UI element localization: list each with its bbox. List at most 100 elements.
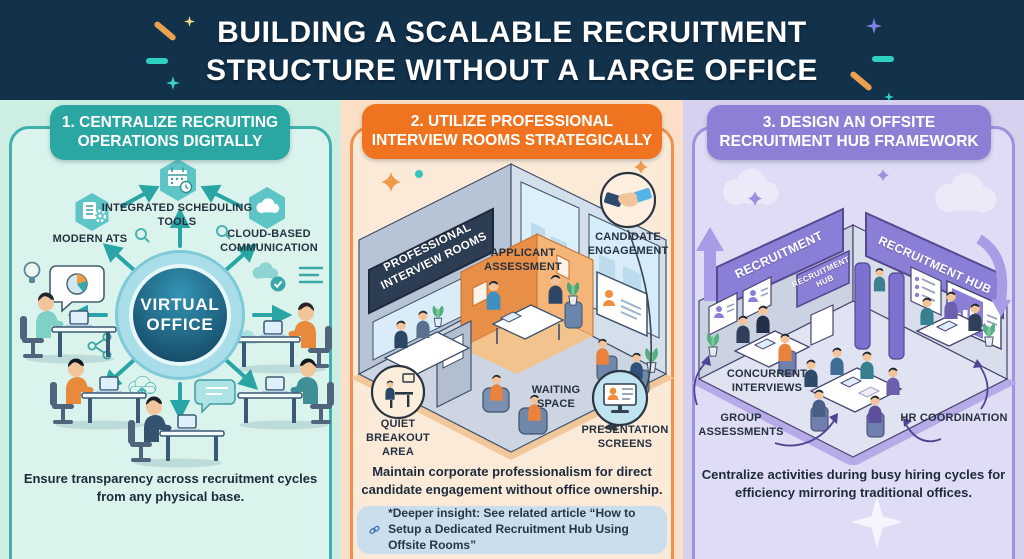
staff-member [416,310,430,338]
down-arrow-head [991,299,1011,317]
panel-interview-rooms: PROFESSIONAL INTERVIEW ROOMS 2. UTILIZE … [341,100,683,559]
related-article-text: *Deeper insight: See related article “Ho… [388,506,636,552]
team-member [860,351,874,379]
paper [857,386,881,398]
panel-1-caption: Ensure transparency across recruitment c… [23,471,318,504]
receptionist [394,320,408,348]
interview-rooms-banner [368,207,494,315]
sparkle-star-icon [184,16,195,27]
presentation-screens-icon [591,369,649,427]
candidate [778,333,792,361]
team-member [868,395,882,423]
hr-staff [968,303,982,331]
label-applicant-assessment: APPLICANT ASSESSMENT [484,247,562,273]
panel-recruitment-hub: RECRUITMENT RECRUITMENT HUB RECRUITMENT … [683,100,1024,559]
sparkle-dash-icon [146,58,168,64]
label-presentation-screens: PRESENTATION SCREENS [581,424,669,450]
chat-bubble-icon [194,379,236,414]
cloud-icon [935,173,997,213]
interviewer [756,305,770,333]
virtual-office-hub: VIRTUAL OFFICE [115,250,245,380]
label-candidate-engagement: CANDIDATE ENGAGEMENT [587,231,669,257]
modern-ats-icon [75,193,109,231]
lightbulb-icon [23,261,41,283]
laptop [753,338,777,350]
sparkle-dash-icon [872,56,894,62]
cloud-check-icon [252,262,286,292]
team-member [886,367,900,395]
label-quiet-breakout-area: QUIET BREAKOUT AREA [366,418,430,458]
wall-screen [596,270,648,338]
curtain [854,262,871,350]
page-title-line2: STRUCTURE WITHOUT A LARGE OFFICE [206,54,818,88]
label-integrated-scheduling-tools: INTEGRATED SCHEDULING TOOLS [101,202,253,228]
section-3-header-line2: RECRUITMENT HUB FRAMEWORK [719,133,979,151]
virtual-office-illustration [19,159,335,468]
wall-poster [556,254,570,280]
laptop [499,311,523,323]
sparkle-dot-icon [415,170,423,178]
down-arrow-icon [976,234,1008,302]
label-modern-ats: MODERN ATS [52,233,128,245]
section-1-header: 1. CENTRALIZE RECRUITING OPERATIONS DIGI… [50,105,290,160]
page-title-line1: BUILDING A SCALABLE RECRUITMENT [217,16,807,49]
interviewer [736,315,750,343]
section-1-header-line2: OPERATIONS DIGITALLY [77,133,263,151]
recruitment-hub-sign [796,249,850,309]
label-waiting-space: WAITING SPACE [531,384,581,410]
related-article-note[interactable]: *Deeper insight: See related article “Ho… [357,506,667,554]
hub-label-line1: VIRTUAL [140,294,220,314]
cloud-comm-icon [249,187,285,229]
interview-room-illustration [351,160,674,460]
annotation-arrowheads [701,355,983,427]
sparkle-star-icon [748,191,762,206]
laptop [935,320,959,332]
section-2-header-line2: INTERVIEW ROOMS STRATEGICALLY [371,132,653,150]
curtain [888,272,905,360]
handshake-icon [599,171,657,229]
remote-worker [49,357,147,430]
group-table [809,367,903,413]
chat-pie-icon [49,265,105,313]
interview-table [491,304,565,340]
panel-3-caption: Centralize activities during busy hiring… [701,467,1006,500]
hr-staff [944,291,958,319]
waiting-candidate [596,338,609,365]
search-icon [216,225,231,240]
virtual-office-hub-label: VIRTUAL OFFICE [129,264,231,366]
panel-2-caption: Maintain corporate professionalism for d… [361,464,663,497]
section-1-header-line1: 1. CENTRALIZE RECRUITING [61,114,279,131]
label-concurrent-interviews: CONCURRENT INTERVIEWS [726,368,808,394]
interview-room-floor [461,310,593,374]
team-member [830,347,844,375]
wall-doc [810,304,834,346]
label-group-assessments: GROUP ASSESSMENTS [698,412,784,438]
hub-coordinator [873,268,886,292]
label-hr-coordination: HR COORDINATION [900,412,1008,424]
interview-screen [708,292,738,336]
chair [564,301,583,329]
list-lines-icon [298,266,324,284]
interviewee [486,280,501,310]
interviewer [548,274,563,304]
section-2-header: 2. UTILIZE PROFESSIONAL INTERVIEW ROOMS … [362,104,662,159]
hub-label-line2: OFFICE [146,315,214,334]
laptop [839,376,863,388]
up-arrow-icon [696,227,724,301]
section-2-header-line1: 2. UTILIZE PROFESSIONAL [410,113,614,130]
sparkle-star-icon [884,92,894,102]
annotation-arrows [693,360,989,447]
search-icon [135,228,150,243]
quiet-breakout-icon [370,364,426,420]
waiting-candidate [490,374,503,401]
header-bar: BUILDING A SCALABLE RECRUITMENT STRUCTUR… [0,0,1024,102]
sparkle-star-icon [877,169,889,182]
link-icon [369,525,380,535]
recruitment-hub-illustration [691,169,1017,465]
scheduling-calendar-icon [160,159,196,201]
interview-table [733,330,811,368]
section-3-header-line1: 3. DESIGN AN OFFSITE [762,114,936,131]
panel-centralize-digitally: VIRTUAL OFFICE 1. CENTRALIZE RECRUITING … [0,100,341,559]
hr-staff [920,297,934,325]
